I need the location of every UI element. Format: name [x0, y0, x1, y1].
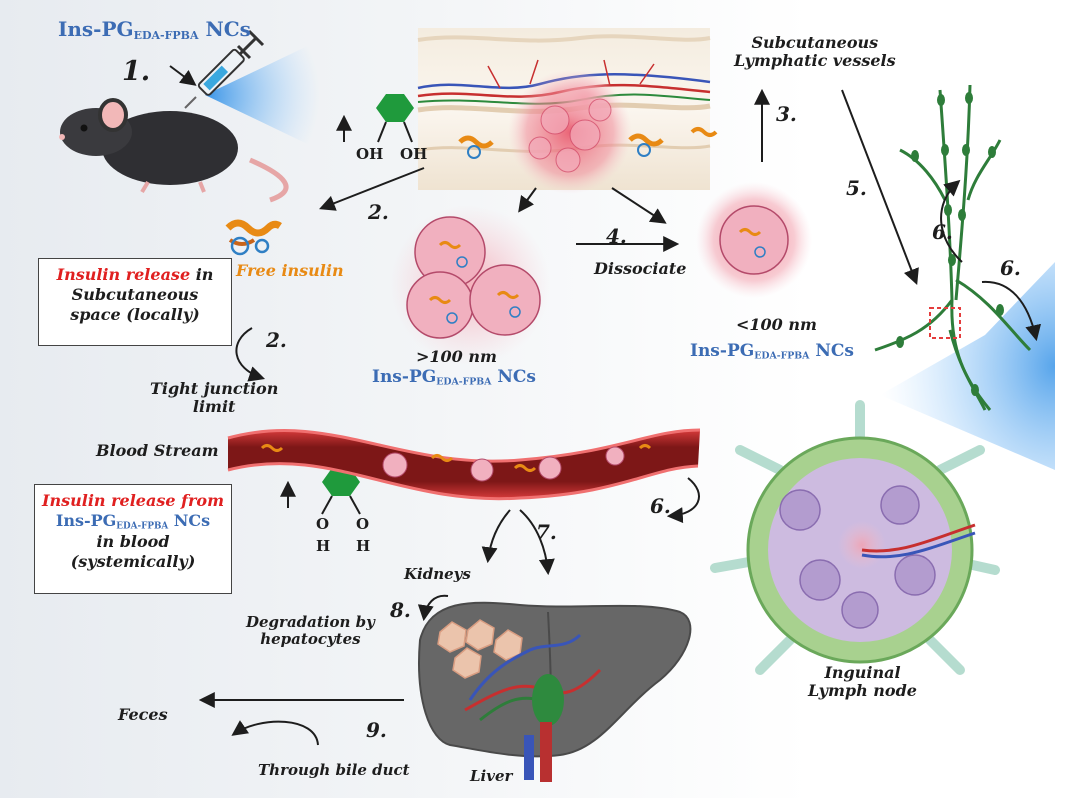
- syringe-icon: [184, 29, 265, 109]
- oxygen-label: O: [356, 515, 370, 533]
- boronate-ring-icon: [280, 468, 361, 515]
- flow-arrows: [169, 65, 1042, 746]
- tight-junction-label: Tight junction limit: [150, 379, 279, 417]
- degradation-label: Degradation by hepatocytes: [246, 613, 375, 649]
- lymph-node-label: Inguinal Lymph node: [808, 663, 917, 701]
- step-6a-label: 6.: [932, 220, 953, 244]
- liver-label: Liver: [470, 767, 513, 785]
- size-small-label: <100 nm: [736, 315, 817, 334]
- boronate-ring-icon: [336, 94, 414, 143]
- step-9-label: 9.: [366, 718, 387, 742]
- hydrogen-label: H: [356, 537, 371, 555]
- step-7-label: 7.: [536, 520, 557, 544]
- nanocomplex-icon: [696, 182, 812, 298]
- hydrogen-label: H: [316, 537, 331, 555]
- step-2a-label: 2.: [368, 200, 389, 224]
- mouse-icon: [59, 98, 289, 203]
- step-8-label: 8.: [390, 598, 411, 622]
- oxygen-label: O: [316, 515, 330, 533]
- dissociate-label: Dissociate: [594, 259, 687, 278]
- step-2b-label: 2.: [266, 328, 287, 352]
- skin-tissue-icon: [417, 28, 711, 194]
- step-4-label: 4.: [606, 224, 627, 248]
- lymph-node-icon: [710, 400, 1000, 675]
- bile-duct-label: Through bile duct: [258, 761, 410, 779]
- blood-stream-label: Blood Stream: [96, 441, 219, 460]
- zoom-region-box: [929, 307, 961, 339]
- lymphatic-vessel-icon: [874, 84, 1032, 411]
- nanocomplex-icon: [390, 205, 550, 365]
- kidneys-label: Kidneys: [404, 565, 471, 583]
- free-insulin-label: Free insulin: [236, 261, 344, 280]
- blood-vessel-icon: [227, 428, 701, 501]
- local-release-box: Insulin release in Subcutaneous space (l…: [38, 258, 232, 346]
- feces-label: Feces: [118, 705, 168, 724]
- light-beam-icon: [205, 40, 320, 150]
- step-6b-label: 6.: [1000, 256, 1021, 280]
- size-large-label: >100 nm: [416, 347, 497, 366]
- hydroxyl-label: OH: [356, 145, 384, 163]
- insulin-protein-icon: [225, 219, 282, 256]
- step-6c-label: 6.: [650, 494, 671, 518]
- nc-small-label: Ins-PGEDA-FPBA NCs: [690, 341, 854, 362]
- nc-title-label: Ins-PGEDA-FPBA NCs: [58, 17, 251, 43]
- step-1-label: 1.: [122, 56, 151, 87]
- light-beam-icon: [880, 262, 1055, 470]
- nc-large-label: Ins-PGEDA-FPBA NCs: [372, 367, 536, 388]
- hydroxyl-label: OH: [400, 145, 428, 163]
- subcutaneous-lymphatic-label: Subcutaneous Lymphatic vessels: [734, 33, 896, 71]
- step-3-label: 3.: [776, 102, 797, 126]
- systemic-release-box: Insulin release from Ins-PGEDA-FPBA NCs …: [34, 484, 232, 594]
- liver-icon: [418, 601, 692, 782]
- step-5-label: 5.: [846, 176, 867, 200]
- insulin-protein-icon: [458, 127, 718, 159]
